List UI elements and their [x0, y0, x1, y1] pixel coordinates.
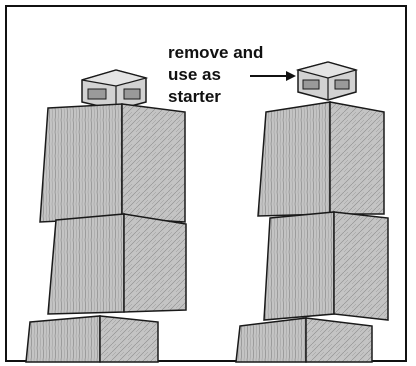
left-corner-post [26, 70, 186, 362]
annotation-line-3: starter [168, 86, 308, 108]
right-siding-block-2 [264, 212, 388, 320]
left-siding-block-3 [26, 316, 158, 362]
left-siding-block-1 [40, 104, 185, 222]
annotation-line-1: remove and [168, 42, 308, 64]
left-siding-block-2 [48, 214, 186, 314]
annotation-line-2: use as [168, 64, 308, 86]
annotation-label: remove and use as starter [168, 42, 308, 108]
right-siding-block-3 [236, 318, 372, 362]
right-siding-block-1 [258, 102, 384, 216]
